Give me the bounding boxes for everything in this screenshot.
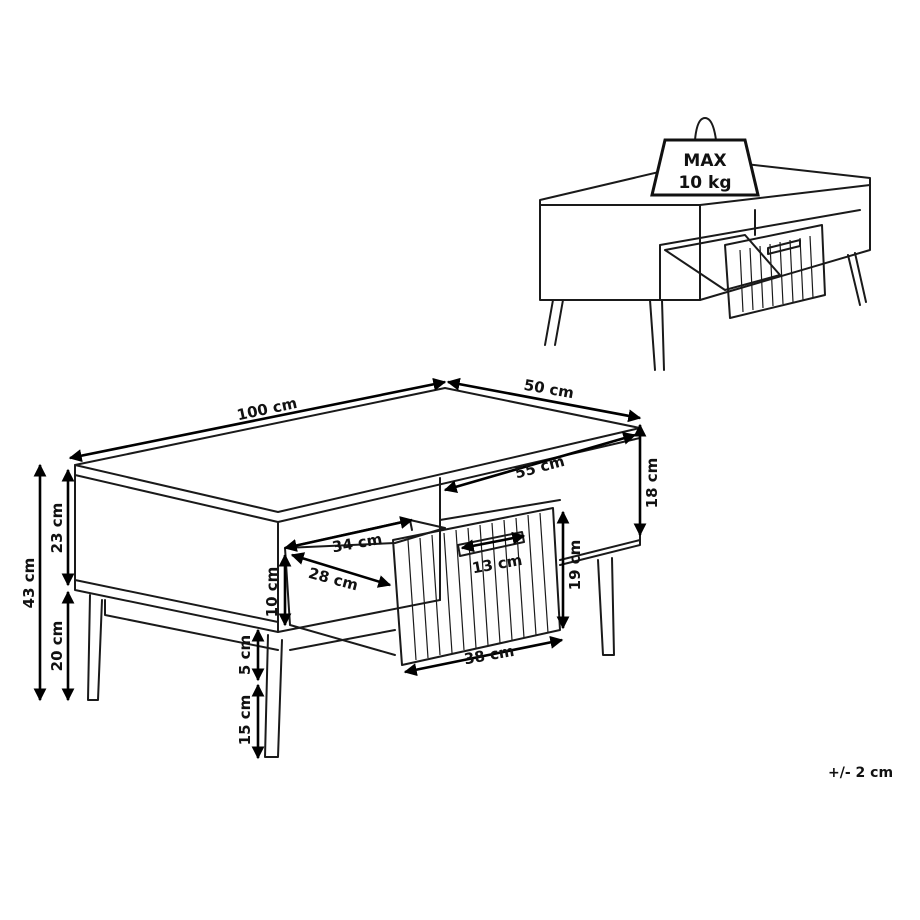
shelf-height-label: 18 cm xyxy=(643,458,661,509)
weight-limit-icon: MAX 10 kg xyxy=(650,117,760,197)
floor-clearance-label: 15 cm xyxy=(236,695,254,746)
drawer-inner-height-label: 10 cm xyxy=(263,567,281,618)
main-table-drawing xyxy=(74,387,641,758)
drawer-front-height-label: 19 cm xyxy=(566,540,584,591)
weight-max-label: MAX xyxy=(683,151,726,171)
handle-width-label: 13 cm xyxy=(471,551,524,578)
drawer-inner-width-label: 34 cm xyxy=(331,530,384,557)
weight-value-label: 10 kg xyxy=(678,173,731,193)
total-height-label: 43 cm xyxy=(20,558,38,609)
dimension-labels: 100 cm 50 cm 55 cm 18 cm 23 cm 43 cm 20 … xyxy=(20,376,661,745)
tolerance-note: +/- 2 cm xyxy=(828,765,894,781)
drawer-front-fluting xyxy=(407,512,549,661)
lower-gap-label: 5 cm xyxy=(236,635,254,675)
leg-height-label: 20 cm xyxy=(48,621,66,672)
drawer-front-width-label: 38 cm xyxy=(463,642,516,669)
body-height-label: 23 cm xyxy=(48,503,66,554)
dimension-arrows xyxy=(33,377,647,760)
inset-table-drawing xyxy=(539,159,871,371)
